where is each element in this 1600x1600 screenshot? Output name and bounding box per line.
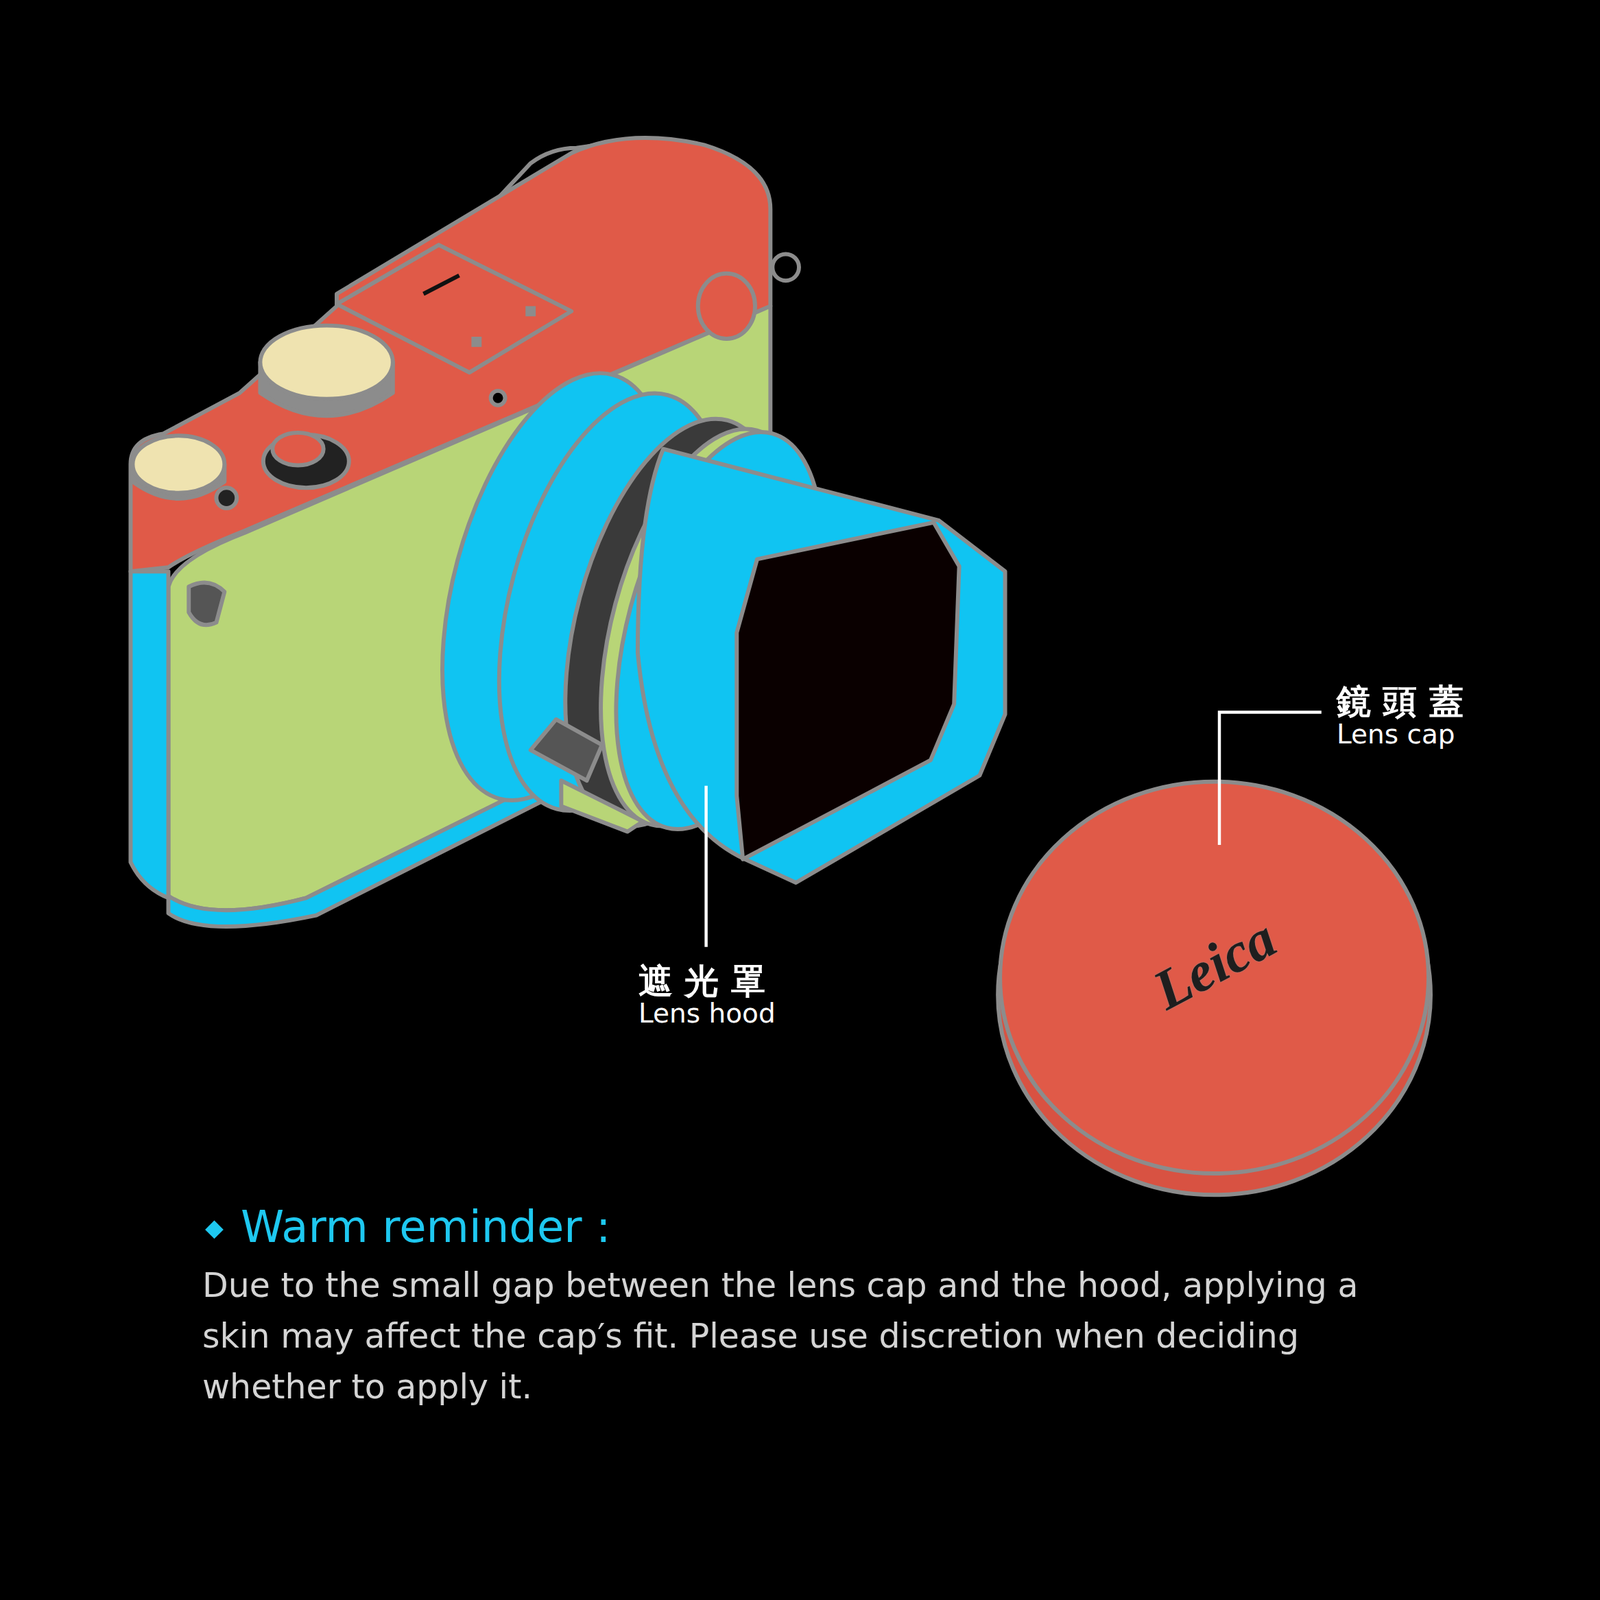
note-text: Due to the small gap between the lens ca… xyxy=(202,1260,1430,1413)
note-heading: Warm reminder : xyxy=(240,1201,611,1253)
part-name-zh: 鏡 頭 蓋 xyxy=(1336,678,1464,725)
part-name-zh: 遮 光 罩 xyxy=(638,958,766,1005)
part-name: Lens hood xyxy=(638,997,776,1029)
part-name: Lens cap xyxy=(1336,718,1456,750)
